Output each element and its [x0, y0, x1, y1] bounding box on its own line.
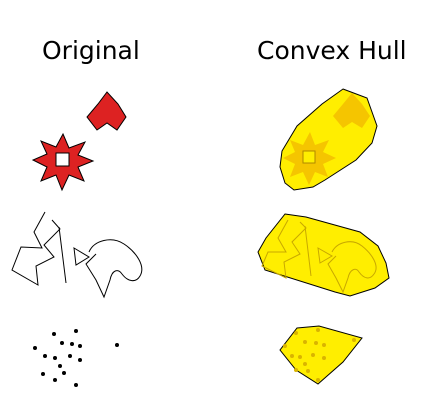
hull-point-cloud	[279, 325, 363, 385]
point	[41, 372, 45, 376]
hull-point	[303, 340, 307, 344]
trace-arc	[327, 241, 377, 294]
hull-point	[303, 362, 307, 366]
hull-point	[294, 368, 298, 372]
zigzag-line-shape	[11, 211, 61, 286]
hull-polygon-line-shapes	[257, 213, 390, 297]
point	[53, 356, 57, 360]
curved-arc-shape	[85, 239, 143, 299]
hull-point	[294, 331, 298, 335]
original-red-shapes	[31, 91, 127, 192]
hull-polygon-point-cloud	[279, 325, 363, 385]
point	[43, 354, 47, 358]
hull-point	[316, 378, 320, 382]
point	[74, 383, 78, 387]
hull-trefoil-overlay	[333, 93, 370, 128]
point	[70, 342, 74, 346]
original-heading: Original	[42, 36, 140, 65]
hull-point	[311, 353, 315, 357]
point	[52, 332, 56, 336]
vertical-zigzag-line-shape	[58, 226, 67, 284]
hull-line-shapes	[257, 213, 390, 297]
hull-point	[298, 355, 302, 359]
point	[74, 329, 78, 333]
point	[60, 341, 64, 345]
trace-triangle	[317, 247, 333, 264]
point	[62, 371, 66, 375]
hull-point	[316, 328, 320, 332]
convex-hull-heading: Convex Hull	[257, 36, 407, 65]
point	[68, 354, 72, 358]
point	[115, 343, 119, 347]
hull-point	[290, 354, 294, 358]
hull-points	[283, 328, 356, 382]
point	[58, 364, 62, 368]
original-point-cloud	[33, 329, 119, 387]
hull-red-shapes	[279, 88, 378, 191]
trace-vertical	[304, 225, 312, 277]
hull-point	[352, 338, 356, 342]
hull-point	[306, 369, 310, 373]
red-trefoil-shape	[86, 91, 127, 131]
original-line-shapes	[11, 211, 143, 299]
trace-zigzag	[261, 219, 307, 279]
point	[53, 378, 57, 382]
hull-point	[322, 343, 326, 347]
point	[78, 344, 82, 348]
hull-point	[314, 341, 318, 345]
hull-point	[283, 344, 287, 348]
small-triangle-shape	[73, 247, 90, 266]
point	[78, 358, 82, 362]
hull-star-center	[302, 150, 316, 164]
point	[33, 346, 37, 350]
hull-point	[322, 356, 326, 360]
star-center-hole	[55, 152, 70, 167]
hull-line-traces	[261, 219, 377, 294]
